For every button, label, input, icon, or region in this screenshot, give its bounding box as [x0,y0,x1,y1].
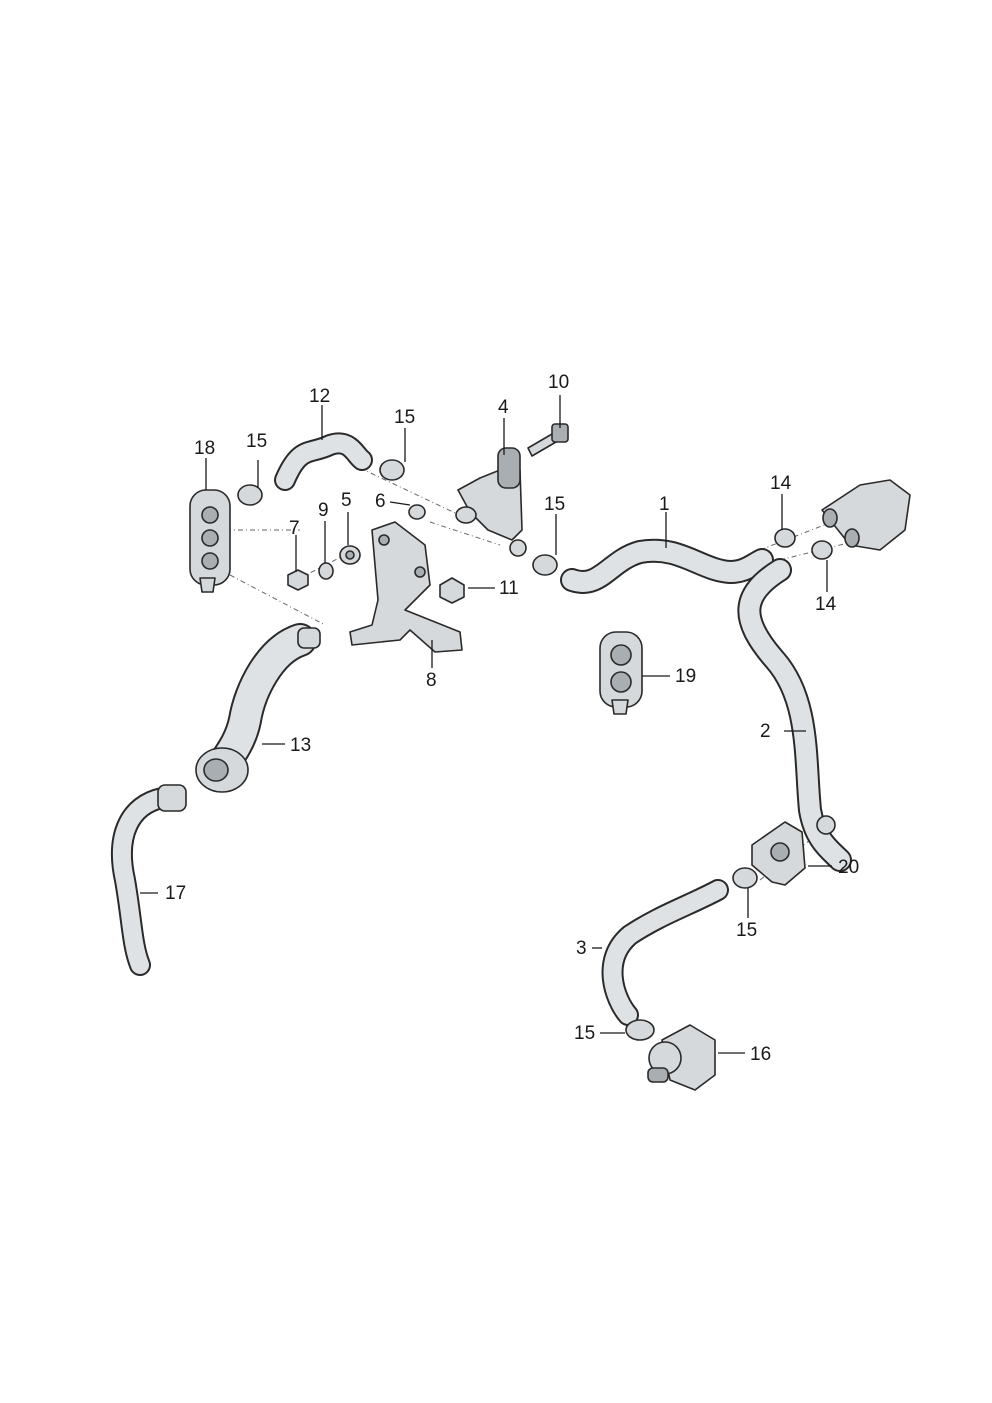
clamps-15 [237,459,758,1041]
callout-6: 6 [375,491,386,512]
callout-2: 2 [760,721,771,742]
leader-lines [140,395,832,1054]
hose-3 [601,879,729,1026]
callout-1: 1 [659,494,670,515]
callout-15a: 15 [246,431,267,452]
callout-9: 9 [318,500,329,521]
callout-19: 19 [675,666,696,687]
callout-20: 20 [838,857,859,878]
part-4-valve [455,447,527,557]
part-16-pump [647,1024,716,1091]
callout-14b: 14 [815,594,837,615]
part-8-bracket [349,521,463,653]
hose-13 [195,623,321,793]
clamps-14 [774,479,911,560]
part-10-bolt [527,423,569,457]
callout-11: 11 [499,578,519,599]
callout-15c: 15 [544,494,565,515]
part-19-bracket [599,631,643,715]
hose-12 [274,432,373,491]
callout-16: 16 [750,1044,771,1065]
callout-15d: 15 [736,920,757,941]
hose-2 [737,558,852,872]
callout-4: 4 [498,397,509,418]
callout-10: 10 [548,372,569,393]
part-18-bracket [189,489,231,593]
callout-15e: 15 [574,1023,595,1044]
hose-1 [560,538,774,594]
hose-17 [110,784,187,976]
callout-12: 12 [309,386,330,407]
callout-14a: 14 [770,473,792,494]
part-20-flange [751,815,836,886]
callout-labels: 12 15 15 4 10 18 6 5 9 7 15 1 14 14 11 8… [165,372,859,1065]
callout-8: 8 [426,670,437,691]
callout-7: 7 [289,518,300,539]
callout-3: 3 [576,938,587,959]
callout-15b: 15 [394,407,415,428]
small-parts [287,504,465,604]
callout-5: 5 [341,490,352,511]
callout-18: 18 [194,438,215,459]
callout-17: 17 [165,883,186,904]
callout-13: 13 [290,735,311,756]
